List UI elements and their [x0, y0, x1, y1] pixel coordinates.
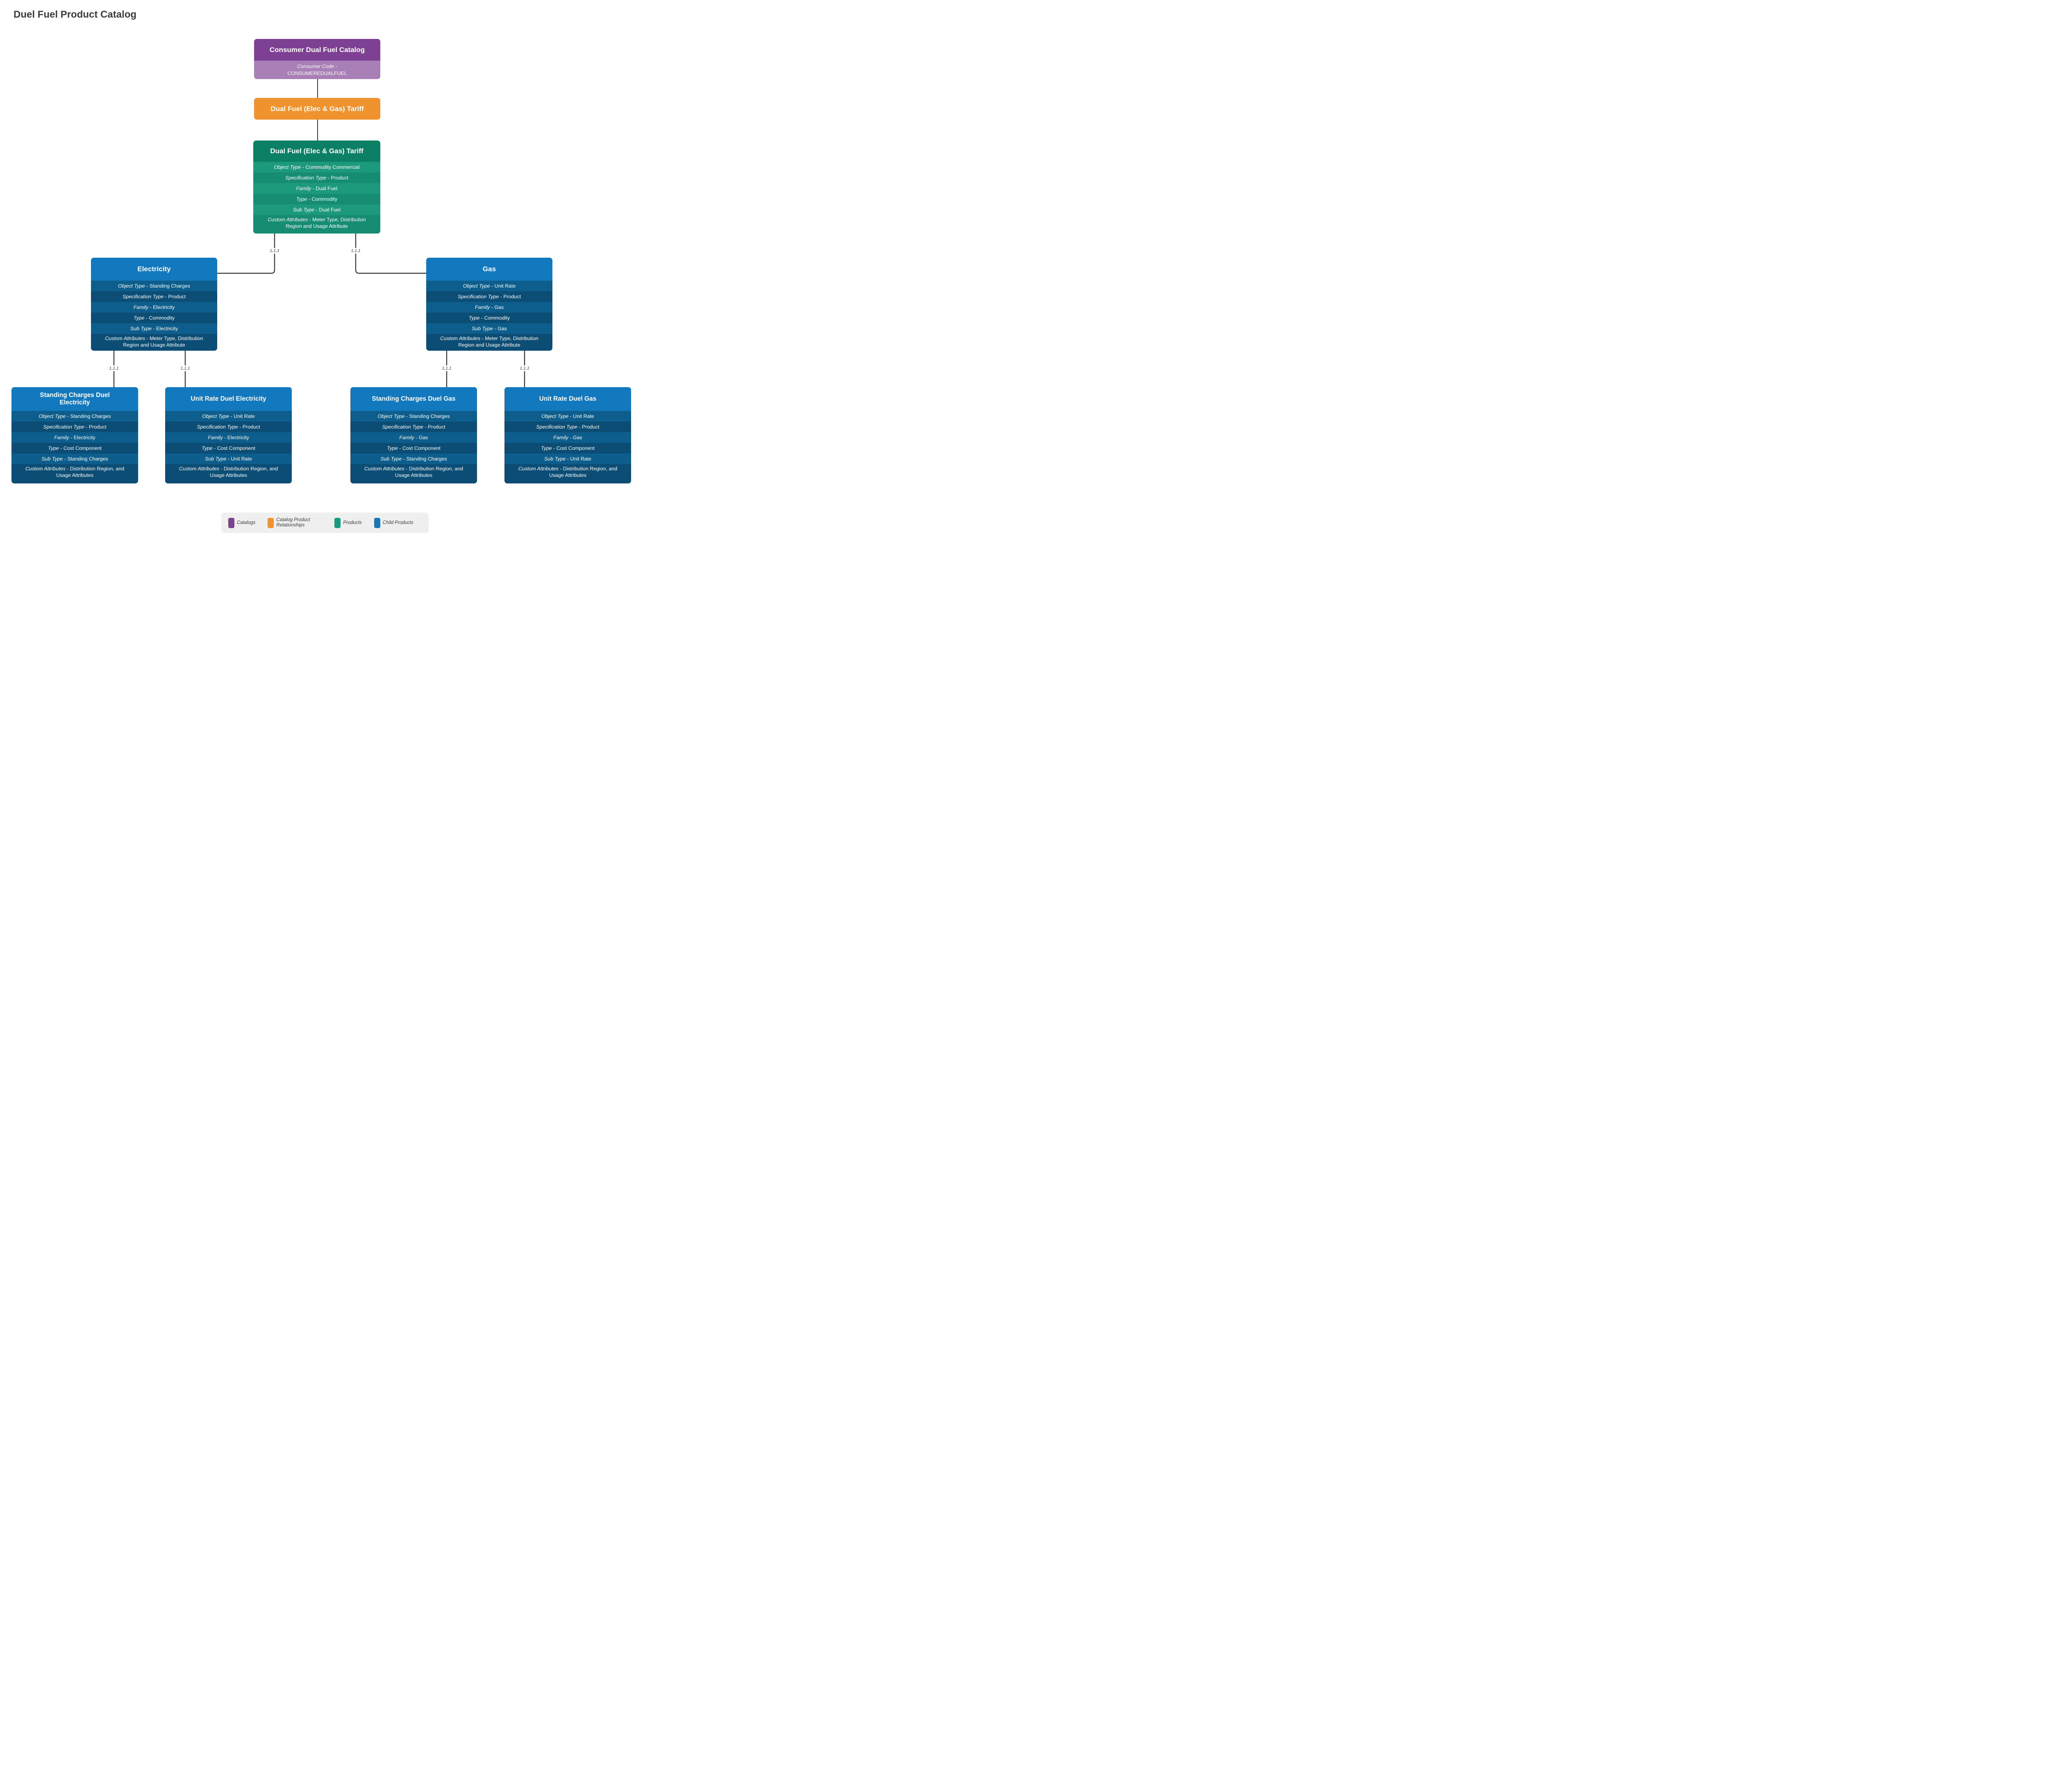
attribute-row: Specification TypeProduct	[504, 422, 631, 432]
catalog-consumer-code: Consumer Code - CONSUMEREDUALFUEL	[254, 61, 380, 79]
cardinality-label: 1,1,1	[441, 365, 453, 371]
child-product-node-gas: Gas Object TypeUnit Rate Specification T…	[426, 258, 552, 351]
attribute-row: Sub TypeStanding Charges	[350, 454, 477, 464]
page-title: Duel Fuel Product Catalog	[14, 9, 137, 20]
legend-swatch-child-products-icon	[374, 517, 380, 528]
legend-label: Catalog Product Relationships	[276, 517, 310, 528]
attribute-row: FamilyElectricity	[11, 432, 138, 443]
attribute-row: Sub TypeUnit Rate	[504, 454, 631, 464]
legend-item-catalogs: Catalogs	[228, 517, 256, 528]
cardinality-label: 1,1,1	[518, 365, 531, 371]
attribute-row: Specification TypeProduct	[426, 291, 552, 302]
attribute-row: TypeCost Component	[11, 443, 138, 454]
attribute-row: FamilyElectricity	[165, 432, 292, 443]
attribute-row: TypeCommodity	[426, 313, 552, 323]
attribute-row: Specification TypeProduct	[165, 422, 292, 432]
cardinality-label: 1,1,1	[108, 365, 120, 371]
attribute-row: Object TypeStanding Charges	[11, 411, 138, 422]
standing-charges-gas-title: Standing Charges Duel Gas	[350, 387, 477, 411]
diagram-canvas: Duel Fuel Product Catalog 1,1,1 1,1,1 1,…	[0, 0, 637, 538]
consumer-code-value: CONSUMEREDUALFUEL	[287, 70, 347, 76]
attribute-row: Specification TypeProduct	[11, 422, 138, 432]
product-node-dual-fuel-tariff: Dual Fuel (Elec & Gas) Tariff Object Typ…	[253, 141, 380, 234]
attribute-row: TypeCost Component	[504, 443, 631, 454]
product-node-title: Dual Fuel (Elec & Gas) Tariff	[253, 141, 380, 162]
legend-swatch-relationships-icon	[268, 517, 274, 528]
legend-swatch-catalogs-icon	[228, 517, 234, 528]
attribute-row: FamilyGas	[350, 432, 477, 443]
attribute-row: FamilyGas	[426, 302, 552, 313]
legend-label: Catalogs	[237, 520, 256, 525]
legend-item-child-products: Child Products	[374, 517, 413, 528]
child-product-node-standing-charges-duel-electricity: Standing Charges Duel Electricity Object…	[11, 387, 138, 483]
unit-rate-electricity-title: Unit Rate Duel Electricity	[165, 387, 292, 411]
attribute-row: Sub TypeGas	[426, 323, 552, 334]
consumer-code-label: Consumer Code -	[297, 64, 337, 70]
attribute-row: FamilyDual Fuel	[253, 183, 380, 194]
attribute-row: TypeCost Component	[350, 443, 477, 454]
relationship-node-title: Dual Fuel (Elec & Gas) Tariff	[254, 98, 380, 120]
legend-item-products: Products	[334, 517, 362, 528]
catalog-relationship-node: Dual Fuel (Elec & Gas) Tariff	[254, 98, 380, 120]
attribute-row: TypeCommodity	[91, 313, 217, 323]
attribute-row: Object TypeUnit Rate	[426, 281, 552, 291]
attribute-row: FamilyGas	[504, 432, 631, 443]
attribute-row: Specification TypeProduct	[91, 291, 217, 302]
child-product-node-standing-charges-duel-gas: Standing Charges Duel Gas Object TypeSta…	[350, 387, 477, 483]
attribute-row: TypeCommodity	[253, 194, 380, 204]
attribute-row: Custom AttributesDistribution Region, an…	[11, 464, 138, 483]
attribute-row: Object TypeCommodity Commercial	[253, 162, 380, 172]
standing-charges-electricity-title: Standing Charges Duel Electricity	[11, 387, 138, 411]
attribute-row: Specification TypeProduct	[350, 422, 477, 432]
cardinality-label: 1,1,1	[179, 365, 191, 371]
attribute-row: Sub TypeStanding Charges	[11, 454, 138, 464]
attribute-row: Sub TypeElectricity	[91, 323, 217, 334]
attribute-row: Custom AttributesDistribution Region, an…	[504, 464, 631, 483]
attribute-row: Sub TypeDual Fuel	[253, 204, 380, 215]
attribute-row: Custom AttributesMeter Type, Distributio…	[253, 215, 380, 234]
child-product-node-unit-rate-duel-gas: Unit Rate Duel Gas Object TypeUnit Rate …	[504, 387, 631, 483]
attribute-row: Specification TypeProduct	[253, 172, 380, 183]
attribute-row: Custom AttributesMeter Type, Distributio…	[91, 334, 217, 351]
legend-label: Child Products	[382, 520, 413, 525]
attribute-row: Custom AttributesDistribution Region, an…	[165, 464, 292, 483]
cardinality-label: 1,1,1	[350, 248, 362, 254]
attribute-row: TypeCost Component	[165, 443, 292, 454]
attribute-row: Custom AttributesMeter Type, Distributio…	[426, 334, 552, 351]
legend: Catalogs Catalog Product Relationships P…	[221, 513, 429, 533]
attribute-row: Object TypeStanding Charges	[350, 411, 477, 422]
child-product-node-electricity: Electricity Object TypeStanding Charges …	[91, 258, 217, 351]
attribute-row: Object TypeUnit Rate	[504, 411, 631, 422]
cardinality-label: 1,1,1	[268, 248, 281, 254]
legend-item-catalog-product-relationships: Catalog Product Relationships	[268, 517, 322, 528]
unit-rate-gas-title: Unit Rate Duel Gas	[504, 387, 631, 411]
attribute-row: Sub TypeUnit Rate	[165, 454, 292, 464]
attribute-row: Object TypeStanding Charges	[91, 281, 217, 291]
child-product-node-unit-rate-duel-electricity: Unit Rate Duel Electricity Object TypeUn…	[165, 387, 292, 483]
catalog-node: Consumer Dual Fuel Catalog Consumer Code…	[254, 39, 380, 79]
attribute-row: FamilyElectricity	[91, 302, 217, 313]
attribute-row: Object TypeUnit Rate	[165, 411, 292, 422]
electricity-node-title: Electricity	[91, 258, 217, 281]
connector-product-to-gas	[355, 234, 426, 274]
legend-label: Products	[343, 520, 362, 525]
attribute-row: Custom AttributesDistribution Region, an…	[350, 464, 477, 483]
connector-product-to-electricity	[217, 234, 275, 274]
gas-node-title: Gas	[426, 258, 552, 281]
legend-swatch-products-icon	[334, 517, 341, 528]
catalog-node-title: Consumer Dual Fuel Catalog	[254, 39, 380, 61]
